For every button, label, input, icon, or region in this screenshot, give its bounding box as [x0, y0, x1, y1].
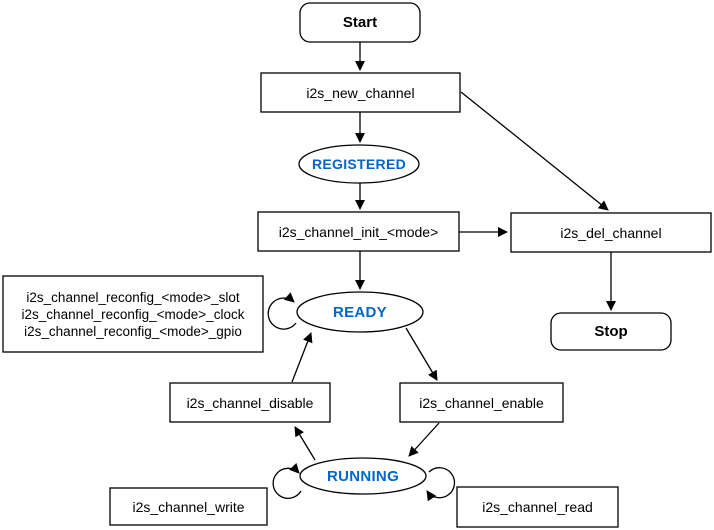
running-state-label: RUNNING — [326, 467, 400, 485]
arrow-ready-to-enable — [405, 327, 438, 381]
new-channel-label: i2s_new_channel — [306, 84, 415, 101]
stop-node-shape — [550, 312, 672, 351]
read-node-shape — [456, 486, 619, 528]
ready-state-label: READY — [332, 303, 387, 321]
write-label: i2s_channel_write — [132, 498, 245, 515]
reconfig-label: i2s_channel_reconfig_<mode>_slot i2s_cha… — [3, 276, 263, 352]
registered-state-shape — [298, 144, 420, 184]
del-channel-label: i2s_del_channel — [560, 224, 662, 241]
disable-node-shape — [169, 382, 331, 423]
reconfig-line-slot: i2s_channel_reconfig_<mode>_slot — [26, 289, 240, 305]
ready-state-shape — [296, 291, 424, 333]
arrow-new-to-del — [460, 91, 609, 211]
arrow-disable-to-ready — [291, 332, 313, 383]
read-label: i2s_channel_read — [482, 499, 593, 515]
running-write-self-loop-arrow — [272, 463, 302, 499]
arrow-enable-to-running — [408, 422, 440, 457]
enable-label: i2s_channel_enable — [419, 394, 544, 411]
start-label: Start — [342, 14, 378, 31]
stop-label: Stop — [594, 323, 628, 340]
running-read-self-loop-arrow — [426, 467, 456, 502]
enable-node-shape — [399, 382, 564, 423]
running-state-shape — [299, 457, 427, 495]
disable-label: i2s_channel_disable — [186, 394, 314, 411]
reconfig-line-gpio: i2s_channel_reconfig_<mode>_gpio — [24, 323, 242, 339]
ready-self-loop-arrow — [267, 292, 297, 330]
reconfig-line-clock: i2s_channel_reconfig_<mode>_clock — [21, 306, 245, 322]
init-label: i2s_channel_init_<mode> — [278, 223, 439, 240]
write-node-shape — [109, 487, 268, 526]
init-node-shape — [257, 211, 460, 252]
reconfig-node-shape — [2, 275, 264, 353]
registered-state-label: REGISTERED — [311, 156, 406, 172]
arrow-running-to-disable — [294, 426, 316, 461]
